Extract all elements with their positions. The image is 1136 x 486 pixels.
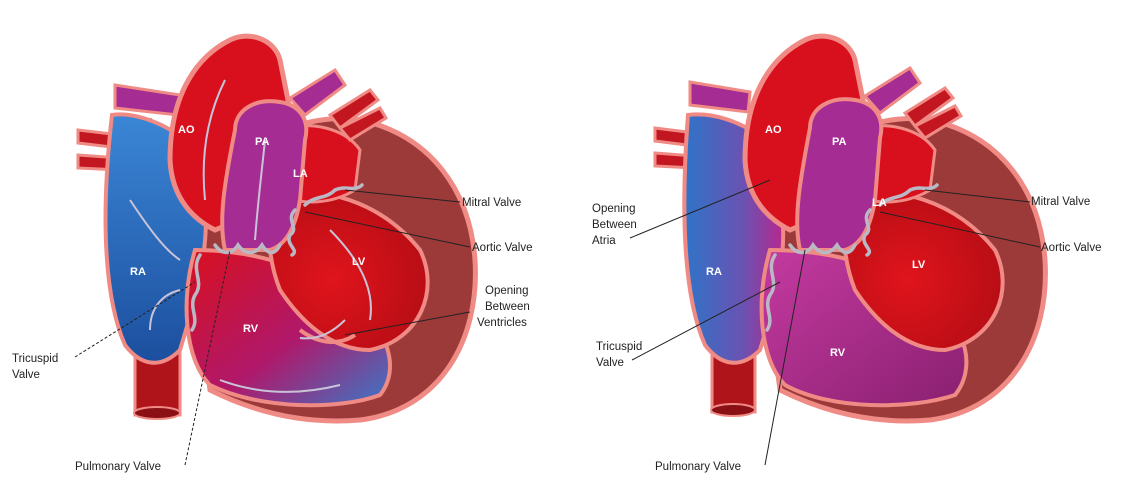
right-pulmonary-valve-label: Pulmonary Valve: [655, 461, 741, 473]
left-pa-branch-right: [290, 70, 345, 115]
left-label-ra: RA: [130, 266, 146, 278]
left-tricuspid-label-1: Tricuspid: [12, 353, 58, 365]
right-aortic-valve-label: Aortic Valve: [1041, 242, 1102, 254]
right-ivc-end: [711, 404, 755, 416]
right-label-pa: PA: [832, 136, 847, 148]
right-pa-branch-right: [865, 68, 920, 113]
right-label-lv: LV: [912, 259, 926, 271]
left-mitral-valve-label: Mitral Valve: [462, 197, 521, 209]
right-pa-branch-left: [690, 82, 750, 112]
left-pa-branch-left: [115, 85, 180, 115]
left-label-ao: AO: [178, 124, 195, 136]
left-label-rv: RV: [243, 323, 259, 335]
right-opening-atria-label-1: Opening: [592, 203, 635, 215]
right-label-rv: RV: [830, 347, 846, 359]
right-label-ra: RA: [706, 266, 722, 278]
right-opening-atria-label-3: Atria: [592, 235, 616, 247]
right-opening-atria-label-2: Between: [592, 219, 637, 231]
left-ivc-end: [134, 407, 180, 419]
left-label-lv: LV: [352, 256, 366, 268]
left-label-pa: PA: [255, 136, 270, 148]
left-opening-ventricles-label-1: Opening: [485, 285, 528, 297]
right-heart-illustration: AO PA LA LV RA RV: [630, 36, 1045, 465]
right-tricuspid-label-1: Tricuspid: [596, 341, 642, 353]
left-opening-ventricles-label-3: Ventricles: [477, 317, 527, 329]
right-tricuspid-label-2: Valve: [596, 357, 624, 369]
left-opening-ventricles-label-2: Between: [485, 301, 530, 313]
left-aortic-valve-label: Aortic Valve: [472, 242, 533, 254]
right-mitral-valve-label: Mitral Valve: [1031, 196, 1090, 208]
right-label-la: LA: [872, 197, 887, 209]
right-label-ao: AO: [765, 124, 782, 136]
left-heart-illustration: AO PA LA LV RA RV: [75, 36, 475, 465]
left-tricuspid-label-2: Valve: [12, 369, 40, 381]
left-label-la: LA: [293, 168, 308, 180]
left-pulmonary-valve-label: Pulmonary Valve: [75, 461, 161, 473]
